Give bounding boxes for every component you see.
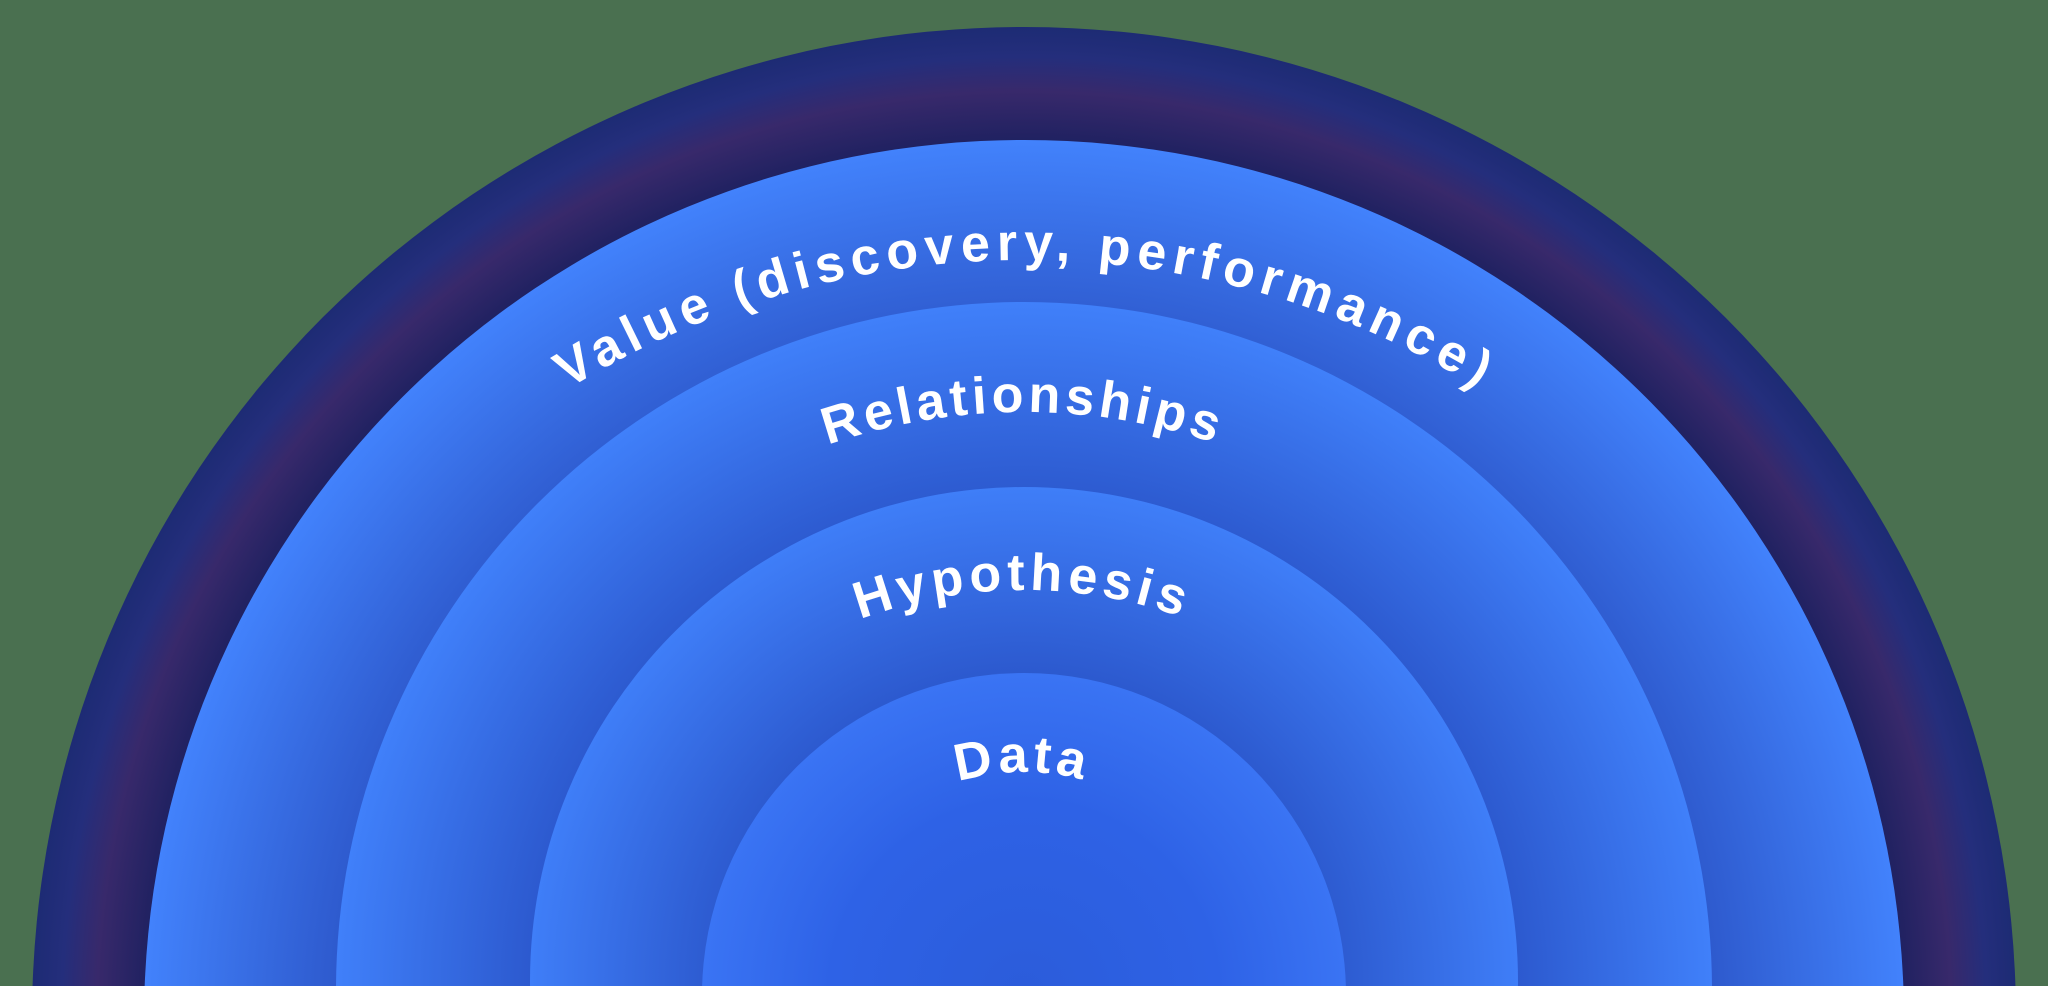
- circle-data: [702, 673, 1346, 986]
- layer-label-data-text: Data: [949, 726, 1100, 793]
- layer-label-data: Data: [949, 726, 1092, 793]
